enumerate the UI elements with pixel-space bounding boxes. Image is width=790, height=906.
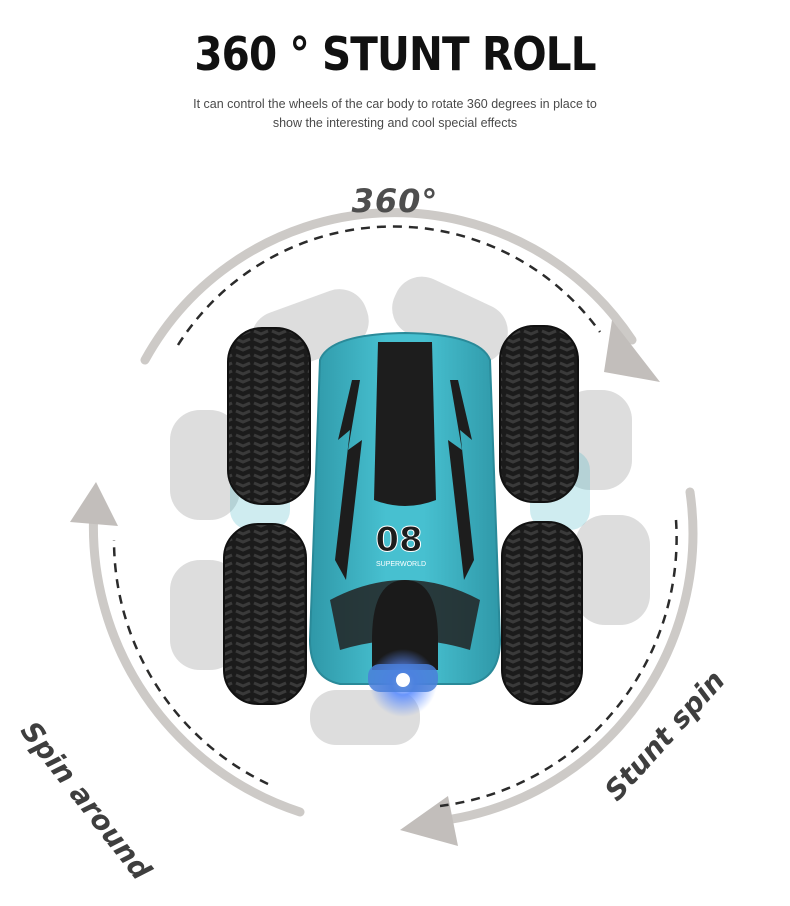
tire-front-left — [227, 327, 311, 505]
page-subtitle: It can control the wheels of the car bod… — [160, 95, 630, 133]
car-number: 08 — [375, 520, 422, 560]
left-decal — [335, 380, 362, 580]
left-arrow-head — [70, 482, 118, 526]
left-arc-arrow — [88, 503, 305, 817]
rotation-label: 360° — [351, 182, 439, 220]
top-dashed-arc — [176, 225, 602, 346]
top-arc-arrow — [140, 208, 637, 365]
bottom-arc-arrow — [425, 487, 698, 827]
tire-rear-left — [223, 523, 307, 705]
headlight — [396, 673, 410, 687]
roof-stripe — [374, 342, 436, 506]
left-dashed-arc — [112, 539, 269, 786]
rc-car — [223, 325, 583, 717]
dashed-guides — [112, 225, 678, 808]
bottom-arrow-head — [400, 796, 458, 846]
subtitle-line-1: It can control the wheels of the car bod… — [193, 97, 597, 111]
top-arrow-head — [604, 320, 660, 382]
tire-front-right — [499, 325, 579, 503]
tire-rear-right — [501, 521, 583, 705]
nose-hood — [372, 580, 438, 670]
right-decal — [448, 380, 474, 580]
subtitle-line-2: show the interesting and cool special ef… — [272, 116, 518, 130]
rotation-arrows — [70, 208, 698, 846]
page-title: 360 ° STUNT ROLL — [194, 27, 596, 81]
car-brand: SUPERWORLD — [376, 561, 426, 568]
